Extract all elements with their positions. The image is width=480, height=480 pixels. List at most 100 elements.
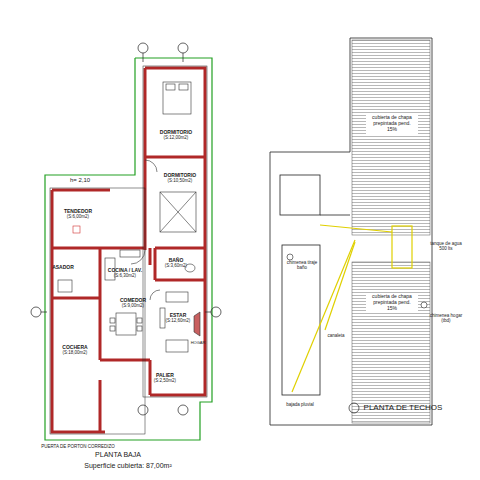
water-tank-and-downpipes xyxy=(392,226,412,268)
room-label: ASADOR xyxy=(50,264,76,272)
room-area: (S:18,00m2) xyxy=(62,350,87,355)
walls xyxy=(99,298,102,360)
axis-markers xyxy=(138,405,148,415)
roof-outline xyxy=(320,215,350,216)
room-name: DORMITORIO xyxy=(164,173,196,179)
roof-outline xyxy=(270,38,432,425)
furniture xyxy=(145,160,157,172)
furniture xyxy=(160,308,165,328)
plan-note: PUERTA DE PORTON CORREDIZO xyxy=(41,444,115,449)
axis-markers xyxy=(143,53,144,62)
furniture xyxy=(137,318,142,323)
roof-sheets xyxy=(352,262,430,423)
title-symbol xyxy=(349,403,359,413)
water-tank-and-downpipes xyxy=(325,242,355,330)
furniture xyxy=(116,313,136,335)
furniture xyxy=(194,312,200,336)
room-area: (S:6,30m2) xyxy=(108,273,142,278)
room-name: ESTAR xyxy=(166,313,191,319)
furniture xyxy=(160,192,196,232)
room-name: cubierta de chapa prepintada pend. 15% xyxy=(368,294,416,311)
room-area: (S:12,00m2) xyxy=(160,135,192,140)
plan-note: canaleta xyxy=(327,333,344,338)
walls xyxy=(52,68,205,432)
plan-note: PLANTA DE TECHOS xyxy=(364,403,443,412)
room-name: DORMITORIO xyxy=(160,130,192,136)
roof-area: cubierta de chapa prepintada pend. 15% xyxy=(366,293,418,312)
roof-outline xyxy=(280,175,320,215)
plan-note: h= 2,10 xyxy=(70,177,90,184)
walls xyxy=(145,68,205,395)
room-area: (S:3,60m2) xyxy=(165,263,187,268)
plan-note: bajada pluvial xyxy=(286,402,314,407)
room-label: COCHERA(S:18,00m2) xyxy=(60,344,89,357)
room-name: COCHERA xyxy=(62,345,87,351)
room-name: PALIER xyxy=(154,373,176,379)
roof-outline xyxy=(270,38,432,425)
room-name: COCINA / LAV. xyxy=(108,268,142,274)
furniture xyxy=(163,82,191,114)
plan-note: HOGAR xyxy=(191,341,206,346)
furniture xyxy=(58,82,200,352)
room-label: ESTAR(S:12,60m2) xyxy=(164,312,193,325)
wall-outline xyxy=(50,66,207,434)
room-name: COMEDOR xyxy=(120,298,146,304)
chimneys xyxy=(421,302,427,308)
walls xyxy=(155,279,205,282)
walls xyxy=(154,248,157,280)
roof-area: cubierta de chapa prepintada pend. 15% xyxy=(366,114,418,133)
furniture xyxy=(73,226,80,233)
furniture xyxy=(137,326,142,331)
room-area: (S:12,60m2) xyxy=(166,318,191,323)
walls xyxy=(99,248,102,298)
plan-note: tanque de agua 500 lts xyxy=(428,241,464,251)
plan-outline xyxy=(45,58,212,440)
roof-sheets xyxy=(352,40,430,235)
walls xyxy=(155,247,205,250)
room-name: BAÑO xyxy=(165,258,187,264)
chimneys xyxy=(287,254,293,260)
plan-note: chimenea hogar (tbd) xyxy=(428,313,464,323)
axis-markers xyxy=(205,312,211,313)
furniture xyxy=(166,292,188,302)
furniture xyxy=(110,326,115,331)
walls xyxy=(52,190,105,432)
room-name: ASADOR xyxy=(52,265,74,271)
plan-outline xyxy=(45,58,212,440)
room-area: (S:6,00m2) xyxy=(64,214,92,219)
walls xyxy=(149,248,152,265)
walls xyxy=(52,189,110,192)
room-name: TENDEDOR xyxy=(64,209,92,215)
title-symbol xyxy=(349,403,359,413)
furniture xyxy=(166,84,175,90)
axis-markers xyxy=(41,312,47,313)
walls xyxy=(52,297,100,300)
furniture xyxy=(110,318,115,323)
furniture xyxy=(179,84,188,90)
room-label: DORMITORIO(S:12,00m2) xyxy=(158,129,194,142)
wall-outline xyxy=(143,66,207,397)
water-tank-and-downpipes xyxy=(320,225,392,232)
furniture xyxy=(160,192,196,232)
walls xyxy=(99,380,102,432)
furniture xyxy=(120,250,140,257)
walls xyxy=(149,360,152,395)
room-label: PALIER(S:2,50m2) xyxy=(152,372,178,385)
furniture xyxy=(166,340,188,352)
axis-markers xyxy=(183,53,184,62)
walls xyxy=(145,156,205,159)
room-area: (S:9,00m2) xyxy=(120,303,146,308)
plan-note: PLANTA BAJA xyxy=(95,451,141,459)
axis-markers xyxy=(138,43,148,53)
furniture xyxy=(150,290,160,300)
room-label: COCINA / LAV.(S:6,30m2) xyxy=(106,267,144,280)
wall-outline xyxy=(50,188,145,434)
axis-markers xyxy=(178,43,188,53)
furniture xyxy=(131,250,145,264)
axis-markers xyxy=(178,405,188,415)
walls xyxy=(100,359,150,362)
axis-markers xyxy=(31,307,41,317)
room-label: DORMITORIO(S:10,50m2) xyxy=(162,172,198,185)
room-name: cubierta de chapa prepintada pend. 15% xyxy=(368,115,416,132)
